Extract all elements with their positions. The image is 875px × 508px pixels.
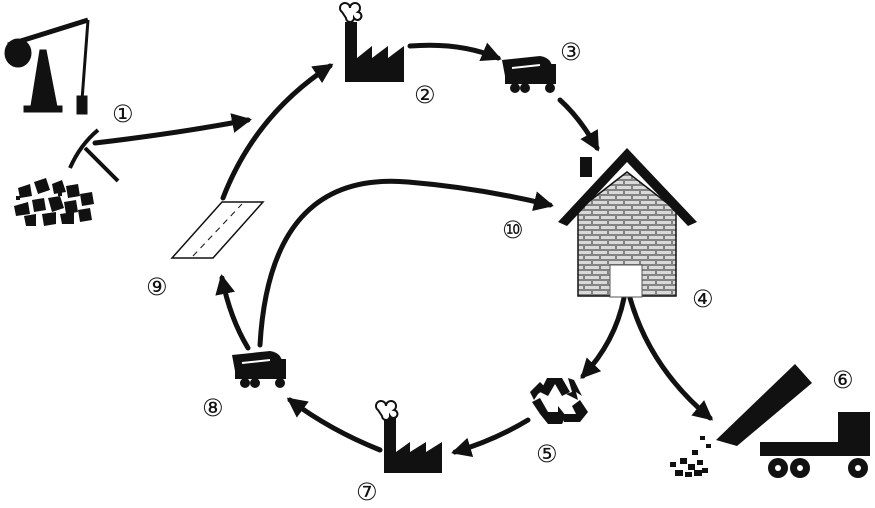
cement-mixer-truck-icon [232,351,286,388]
step-9: ⑨ [146,273,168,301]
step-10: ⑩ [502,216,524,244]
arrow-factory-to-mixer [286,397,383,453]
arrow-factory-to-truck [407,42,502,62]
arrow-recycle-to-factory [451,417,531,457]
arrow-mixer-to-house [257,178,554,348]
arrow-truck-to-house [557,97,600,152]
recycle-icon [530,378,588,424]
arrow-house-to-dump [627,295,714,421]
pickaxe-icon [68,128,120,183]
step-2: ② [414,81,436,109]
debris-pile-icon [670,436,711,477]
step-1: ① [112,100,134,128]
arrow-1-to-factory [92,113,252,146]
step-7: ⑦ [356,478,378,506]
step-3: ③ [560,38,582,66]
step-6: ⑥ [832,366,854,394]
arrow-road-to-factory [220,63,334,201]
arrow-mixer-to-road [215,274,251,351]
step-4: ④ [692,285,714,313]
factory-icon [375,400,442,473]
step-labels: ① ② ③ ④ ⑤ ⑥ ⑦ ⑧ ⑨ ⑩ [112,38,854,506]
step-8: ⑧ [202,394,224,422]
dump-truck-icon [716,364,870,478]
road-icon [170,201,265,259]
oil-pumpjack-icon [4,17,90,115]
rock-pile-icon [14,178,94,226]
brick-house-icon [558,148,697,298]
cement-mixer-truck-icon [502,56,556,93]
arrow-house-to-recycle [580,295,627,379]
step-5: ⑤ [536,440,558,468]
factory-icon [339,2,404,82]
